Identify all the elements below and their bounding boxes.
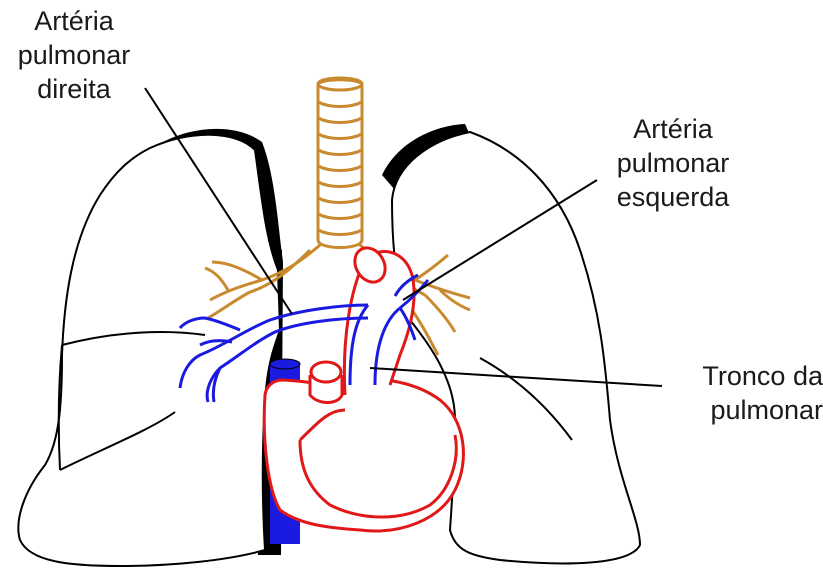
trachea [316, 76, 364, 249]
label-left-pulmonary-artery: Artéria pulmonar esquerda [598, 112, 748, 214]
label-line: Tronco da [702, 361, 823, 391]
right-oblique-fissure [59, 411, 176, 471]
label-line: Artéria [633, 114, 713, 144]
label-line: pulmonar [616, 148, 730, 178]
pulmonary-arteries [178, 273, 430, 403]
label-line: Artéria [34, 6, 114, 36]
label-line: pulmonar [17, 40, 131, 70]
right-lung [17, 133, 282, 568]
right-horizontal-fissure [61, 331, 206, 346]
label-right-pulmonary-artery: Artéria pulmonar direita [0, 4, 148, 106]
label-pulmonary-trunk: Tronco da pulmonar [670, 359, 823, 427]
left-oblique-fissure [479, 357, 573, 441]
right-lung-medial-edge [57, 344, 63, 471]
leader-lines [144, 87, 663, 387]
right-lung-shadow [150, 128, 283, 555]
label-line: direita [37, 74, 111, 104]
label-line: esquerda [616, 182, 730, 212]
heart [262, 246, 465, 533]
label-line: pulmonar [710, 395, 823, 425]
